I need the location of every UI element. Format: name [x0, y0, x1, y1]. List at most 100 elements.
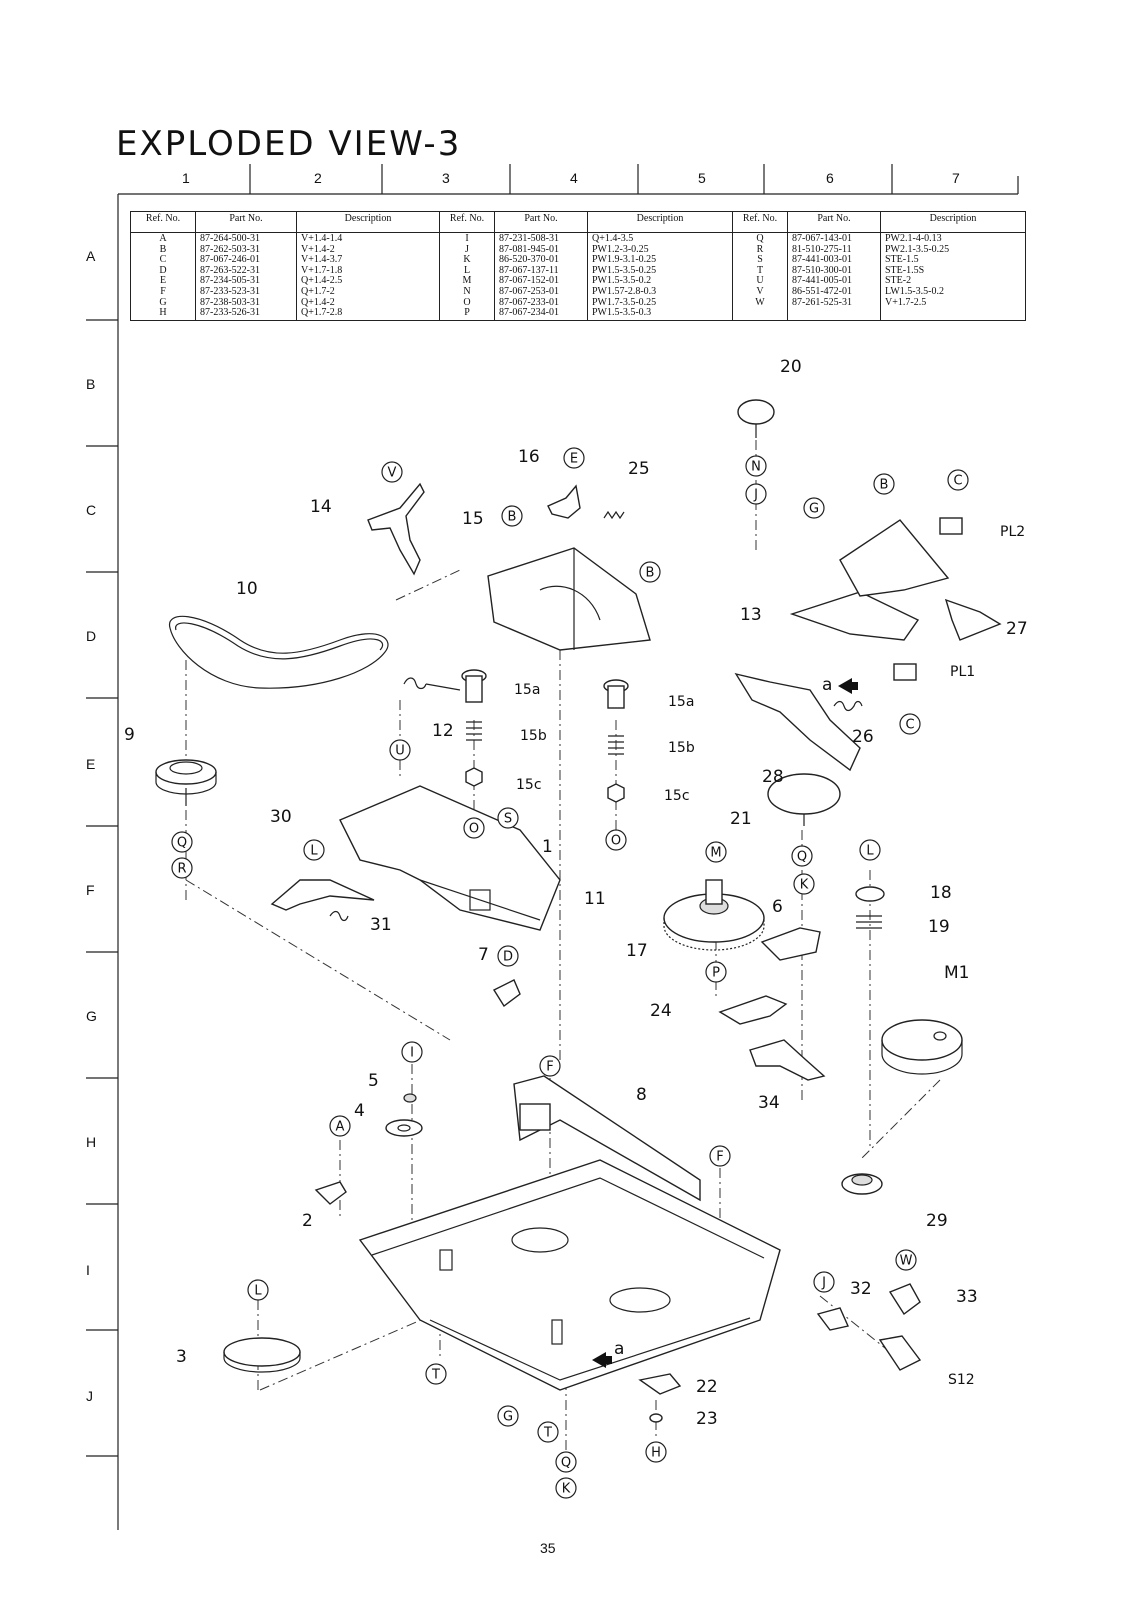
- cap-20: [737, 399, 775, 438]
- part-label-p17: 17: [626, 941, 648, 961]
- part-label-p29: 29: [926, 1211, 948, 1231]
- ref-circle: [873, 473, 895, 495]
- circled-ref-cQ2: Q: [791, 845, 813, 867]
- ref-circle: [389, 739, 411, 761]
- circled-ref-cL2: L: [859, 839, 881, 861]
- roller-stack-right: [603, 679, 629, 803]
- ref-circle: [791, 845, 813, 867]
- ref-letter: C: [953, 474, 962, 489]
- part-label-p14: 14: [310, 497, 332, 517]
- part-label-p10: 10: [236, 579, 258, 599]
- motor-m1: [881, 1019, 963, 1075]
- ref-circle: [171, 831, 193, 853]
- ref-letter: A: [336, 1120, 345, 1135]
- ref-letter: B: [646, 566, 655, 581]
- page-title: EXPLODED VIEW-3: [116, 124, 462, 164]
- ref-circle: [709, 1145, 731, 1167]
- header-desc-2: Description: [587, 211, 733, 233]
- ref-letter: L: [310, 844, 318, 859]
- ref-letter: Q: [177, 836, 187, 851]
- part-label-p31: 31: [370, 915, 392, 935]
- parts-group-1: 87-264-500-31 87-262-503-31 87-067-246-0…: [195, 232, 297, 321]
- ref-circle: [645, 1441, 667, 1463]
- ref-circle: [705, 961, 727, 983]
- circled-ref-cB2: B: [639, 561, 661, 583]
- part-label-pM1: M1: [944, 963, 969, 983]
- column-number-7: 7: [952, 170, 960, 186]
- circled-ref-cJ2: J: [813, 1271, 835, 1293]
- row-letter-j: J: [86, 1388, 93, 1404]
- part-label-p5: 5: [368, 1071, 379, 1091]
- lever-28: [734, 672, 861, 772]
- part-label-p24: 24: [650, 1001, 672, 1021]
- column-number-2: 2: [314, 170, 322, 186]
- ref-letter: Q: [797, 850, 807, 865]
- part-label-p9: 9: [124, 725, 135, 745]
- roller-stack-left: [461, 669, 487, 787]
- ref-letter: O: [611, 834, 621, 849]
- bracket-32: [816, 1307, 849, 1331]
- circled-ref-cK1: K: [793, 873, 815, 895]
- ref-circle: [859, 839, 881, 861]
- ref-circle: [381, 461, 403, 483]
- header-ref-2: Ref. No.: [439, 211, 495, 233]
- disc-21: [767, 773, 841, 826]
- part-label-p26: 26: [852, 727, 874, 747]
- drive-belt: [169, 615, 389, 689]
- ref-circle: [303, 839, 325, 861]
- part-label-p16: 16: [518, 447, 540, 467]
- descs-group-1: V+1.4-1.4 V+1.4-2 V+1.4-3.7 V+1.7-1.8 Q+…: [296, 232, 440, 321]
- ref-letter: E: [570, 452, 578, 467]
- circled-ref-cQ1: Q: [171, 831, 193, 853]
- top-plate: [487, 547, 651, 651]
- ref-letter: M: [710, 846, 721, 861]
- column-number-4: 4: [570, 170, 578, 186]
- chassis-bracket: [513, 1075, 701, 1202]
- part-33: [888, 1283, 921, 1316]
- part-label-p15c2: 15c: [664, 788, 690, 804]
- ref-circle: [401, 1041, 423, 1063]
- ref-circle: [563, 447, 585, 469]
- parts-22-23: [638, 1373, 682, 1423]
- descs-group-3: PW2.1-4-0.13 PW2.1-3.5-0.25 STE-1.5 STE-…: [880, 232, 1026, 321]
- ref-letter: T: [431, 1368, 440, 1383]
- ref-letter: V: [388, 466, 397, 481]
- bracket-7: [492, 979, 521, 1008]
- ref-circle: [803, 497, 825, 519]
- ref-circle: [463, 817, 485, 839]
- parts-group-3: 87-067-143-01 81-510-275-11 87-441-003-0…: [787, 232, 881, 321]
- circled-ref-cC1: C: [947, 469, 969, 491]
- circled-ref-cG2: G: [497, 1405, 519, 1427]
- ref-letter: D: [503, 950, 513, 965]
- column-number-6: 6: [826, 170, 834, 186]
- circled-ref-cA: A: [329, 1115, 351, 1137]
- circled-ref-cT1: T: [425, 1363, 447, 1385]
- circled-ref-cC2: C: [899, 713, 921, 735]
- part-label-p6: 6: [772, 897, 783, 917]
- ref-letter: I: [410, 1046, 414, 1061]
- part-label-pa2: a: [614, 1339, 624, 1359]
- circled-ref-cQ3: Q: [555, 1451, 577, 1473]
- ref-letter: W: [900, 1254, 913, 1269]
- part-label-p11: 11: [584, 889, 606, 909]
- gear-17: [663, 879, 765, 951]
- row-letter-h: H: [86, 1134, 97, 1150]
- row-letter-d: D: [86, 628, 97, 644]
- circled-ref-cB3: B: [873, 473, 895, 495]
- ref-letter: G: [503, 1410, 513, 1425]
- gear-18: [855, 886, 885, 929]
- header-part-3: Part No.: [787, 211, 881, 233]
- header-part-2: Part No.: [494, 211, 588, 233]
- ref-circle: [605, 829, 627, 851]
- ref-circle: [537, 1421, 559, 1443]
- circled-ref-cF1: F: [539, 1055, 561, 1077]
- ref-letter: L: [866, 844, 874, 859]
- circled-ref-cO1: O: [463, 817, 485, 839]
- ref-letter: L: [254, 1284, 262, 1299]
- main-chassis: [358, 1159, 781, 1391]
- part-label-p28: 28: [762, 767, 784, 787]
- guide-16: [547, 484, 581, 519]
- circled-ref-cK2: K: [555, 1477, 577, 1499]
- bracket-2: [314, 1181, 347, 1205]
